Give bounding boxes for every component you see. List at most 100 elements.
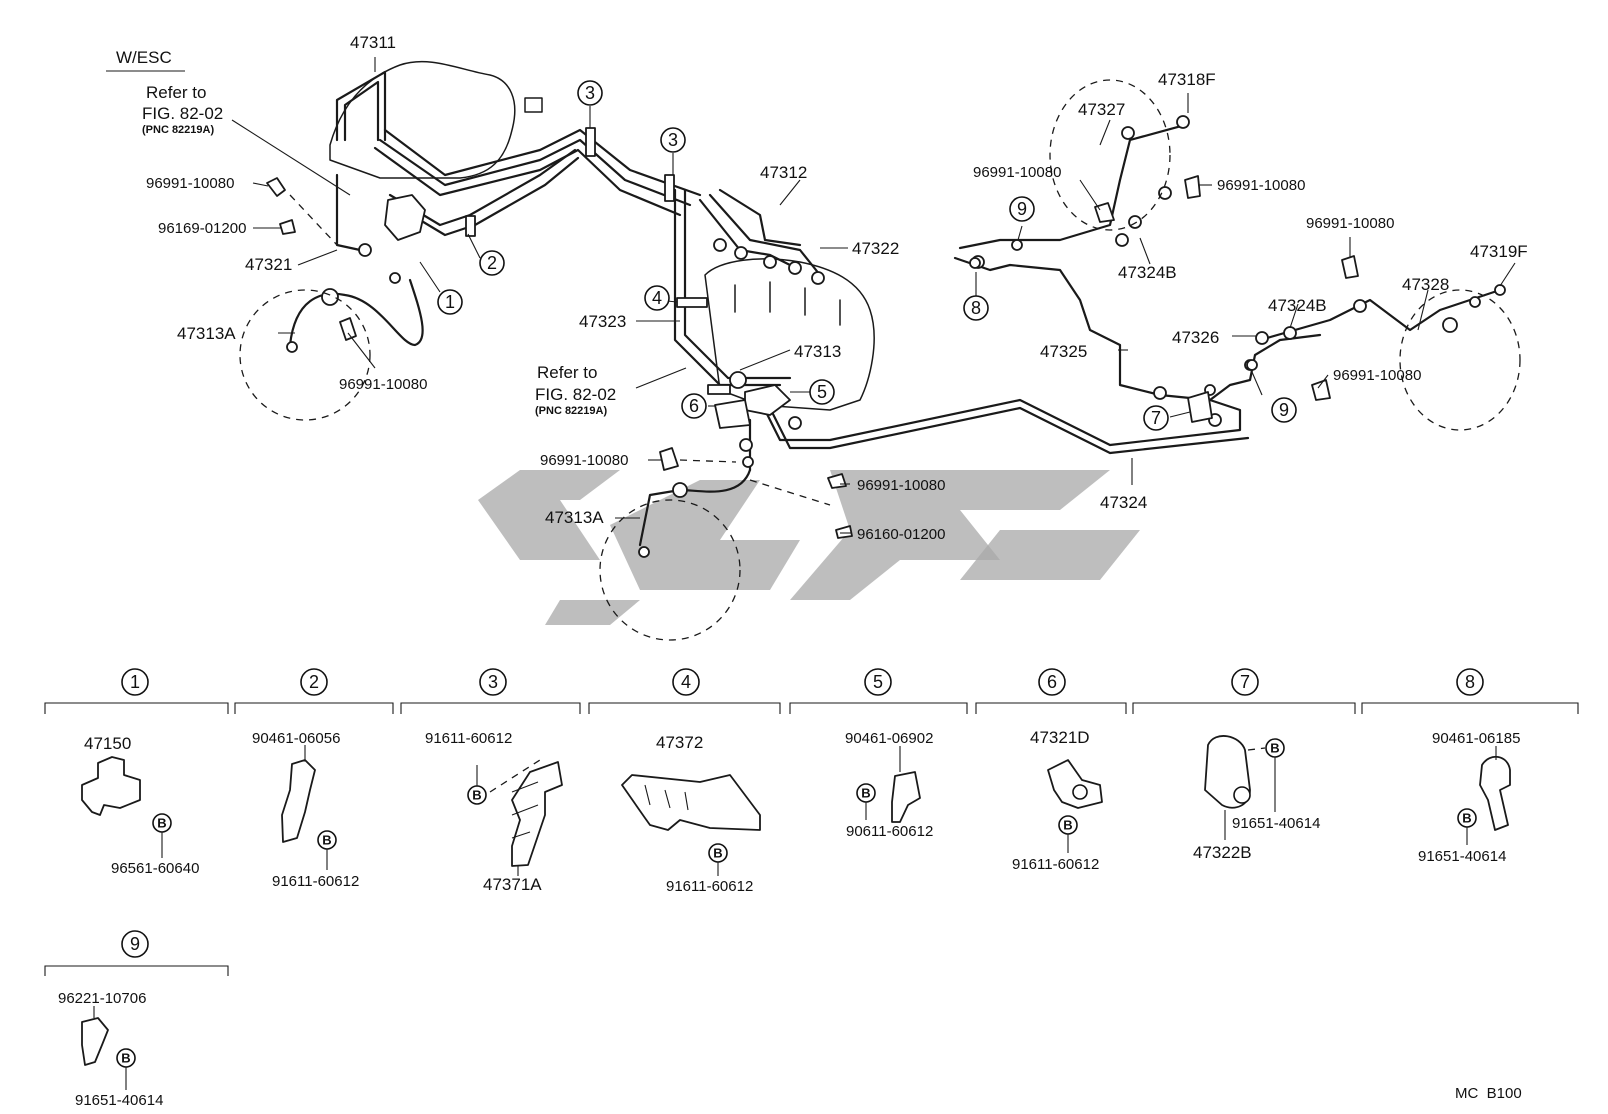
svg-text:B: B	[861, 786, 870, 801]
svg-text:91651-40614: 91651-40614	[1232, 815, 1320, 832]
callout-circles: 1 2 3 3 4 5 6 7 8 9 9	[437, 80, 1297, 431]
actuator-outline	[704, 258, 875, 411]
detail-panel-4: 4 47372 B 91611-60612	[588, 668, 781, 895]
svg-text:47321D: 47321D	[1030, 728, 1090, 747]
svg-text:3: 3	[668, 130, 678, 150]
clip-icons	[266, 175, 1359, 539]
label-96991-10080: 96991-10080	[339, 376, 427, 393]
label-47321: 47321	[245, 255, 292, 274]
svg-text:96561-60640: 96561-60640	[111, 860, 199, 877]
svg-text:FIG. 82-02: FIG. 82-02	[535, 385, 616, 404]
label-96991-10080: 96991-10080	[973, 164, 1061, 181]
svg-text:B: B	[713, 846, 722, 861]
leader-lines	[231, 57, 1516, 534]
detail-panel-3: 3 91611-60612 B 47371A	[400, 668, 581, 894]
label-47327: 47327	[1078, 100, 1125, 119]
label-47312: 47312	[760, 163, 807, 182]
svg-text:91611-60612: 91611-60612	[272, 873, 359, 890]
master-cylinder-outline	[329, 60, 543, 179]
detail-panel-6: 6 47321D B 91611-60612	[975, 668, 1127, 873]
svg-text:6: 6	[689, 396, 699, 416]
svg-text:8: 8	[971, 298, 981, 318]
svg-text:47371A: 47371A	[483, 875, 542, 894]
svg-text:B: B	[472, 788, 481, 803]
svg-text:9: 9	[1279, 400, 1289, 420]
svg-text:FIG. 82-02: FIG. 82-02	[142, 104, 223, 123]
diagram-code: MC B100	[1455, 1085, 1522, 1102]
svg-text:91611-60612: 91611-60612	[666, 878, 753, 895]
detail-panel-9: 9 96221-10706 B 91651-40614	[44, 930, 229, 1109]
svg-text:Refer to: Refer to	[146, 83, 206, 102]
svg-text:90611-60612: 90611-60612	[846, 823, 933, 840]
svg-text:3: 3	[488, 672, 498, 692]
svg-text:90461-06902: 90461-06902	[845, 730, 933, 747]
label-47313a: 47313A	[545, 508, 604, 527]
label-96991-10080: 96991-10080	[857, 477, 945, 494]
label-47326: 47326	[1172, 328, 1219, 347]
svg-text:B: B	[1270, 741, 1279, 756]
label-47322: 47322	[852, 239, 899, 258]
label-47324b: 47324B	[1268, 296, 1327, 315]
label-96991-10080: 96991-10080	[540, 452, 628, 469]
label-96169-01200: 96169-01200	[158, 220, 246, 237]
detail-panel-7: 7 B 91651-40614 47322B	[1132, 668, 1356, 862]
svg-text:1: 1	[130, 672, 140, 692]
svg-text:91611-60612: 91611-60612	[1012, 856, 1099, 873]
svg-text:2: 2	[309, 672, 319, 692]
label-47323: 47323	[579, 312, 626, 331]
label-96991-10080: 96991-10080	[146, 175, 234, 192]
label-47311: 47311	[350, 33, 396, 52]
svg-text:8: 8	[1465, 672, 1475, 692]
label-96160-01200: 96160-01200	[857, 526, 945, 543]
label-96991-10080: 96991-10080	[1333, 367, 1421, 384]
refer-note-2: Refer to FIG. 82-02 (PNC 82219A)	[535, 363, 616, 417]
svg-text:2: 2	[487, 253, 497, 273]
dashed-guides	[239, 79, 1521, 641]
svg-text:91651-40614: 91651-40614	[75, 1092, 163, 1109]
svg-text:91611-60612: 91611-60612	[425, 730, 512, 747]
label-47328: 47328	[1402, 275, 1449, 294]
svg-text:B: B	[1462, 811, 1471, 826]
svg-text:(PNC 82219A): (PNC 82219A)	[142, 124, 214, 136]
svg-text:B: B	[121, 1051, 130, 1066]
refer-note-1: Refer to FIG. 82-02 (PNC 82219A)	[142, 83, 223, 136]
svg-text:Refer to: Refer to	[537, 363, 597, 382]
label-96991-10080: 96991-10080	[1306, 215, 1394, 232]
label-47313a: 47313A	[177, 324, 236, 343]
label-47325: 47325	[1040, 342, 1087, 361]
svg-text:47150: 47150	[84, 734, 131, 753]
label-96991-10080: 96991-10080	[1217, 177, 1305, 194]
svg-text:B: B	[157, 816, 166, 831]
label-47319f: 47319F	[1470, 242, 1528, 261]
detail-panel-5: 5 90461-06902 B 90611-60612	[789, 668, 968, 840]
svg-text:47322B: 47322B	[1193, 843, 1252, 862]
watermark-logo	[478, 470, 1140, 625]
svg-text:7: 7	[1240, 672, 1250, 692]
svg-text:4: 4	[652, 288, 662, 308]
svg-text:47372: 47372	[656, 733, 703, 752]
label-47324b: 47324B	[1118, 263, 1177, 282]
svg-text:90461-06056: 90461-06056	[252, 730, 340, 747]
svg-text:B: B	[1063, 818, 1072, 833]
svg-text:5: 5	[817, 382, 827, 402]
svg-text:6: 6	[1047, 672, 1057, 692]
svg-text:1: 1	[445, 292, 455, 312]
label-47318f: 47318F	[1158, 70, 1216, 89]
detail-panel-1: 1 47150 B 96561-60640	[44, 668, 229, 877]
svg-text:(PNC 82219A): (PNC 82219A)	[535, 405, 607, 417]
part-labels: 47311 96991-10080 96169-01200 47321 4731…	[146, 33, 1528, 543]
svg-text:4: 4	[681, 672, 691, 692]
svg-text:3: 3	[585, 83, 595, 103]
svg-text:9: 9	[1017, 199, 1027, 219]
svg-text:9: 9	[130, 934, 140, 954]
svg-text:90461-06185: 90461-06185	[1432, 730, 1520, 747]
label-47313: 47313	[794, 342, 841, 361]
svg-text:B: B	[322, 833, 331, 848]
brake-tubes	[288, 70, 1502, 547]
svg-text:96221-10706: 96221-10706	[58, 990, 146, 1007]
detail-panel-2: 2 90461-06056 B 91611-60612	[234, 668, 394, 890]
svg-text:91651-40614: 91651-40614	[1418, 848, 1506, 865]
svg-text:5: 5	[873, 672, 883, 692]
detail-panel-8: 8 90461-06185 B 91651-40614	[1361, 668, 1579, 865]
